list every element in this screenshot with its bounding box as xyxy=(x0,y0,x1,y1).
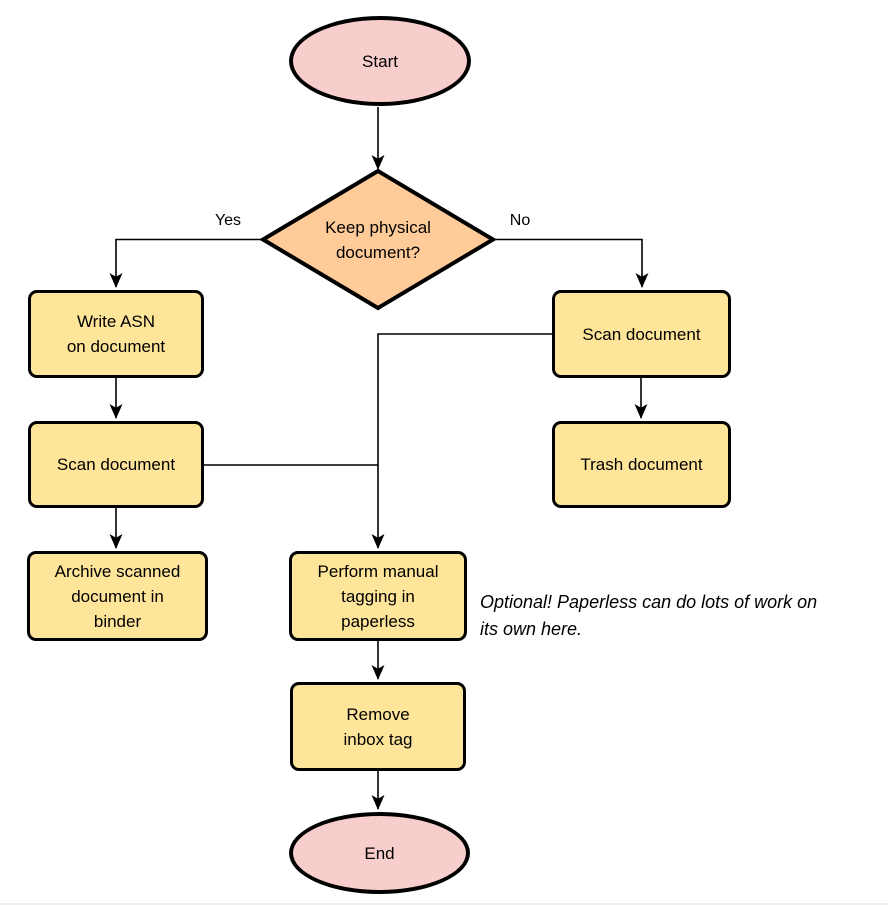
page-bottom-divider xyxy=(0,903,888,905)
edge-decision-no-to-scan-right xyxy=(492,238,649,288)
manual-tagging-node: Perform manual tagging in paperless xyxy=(289,551,467,641)
scan-document-right-node-label: Scan document xyxy=(582,324,701,344)
archive-node-label: Archive scanned document in binder xyxy=(54,561,181,631)
decision-node-label-box: Keep physical document? xyxy=(288,214,468,266)
manual-tagging-node-label: Perform manual tagging in paperless xyxy=(317,561,439,631)
edge-scan-right-to-tagging xyxy=(371,333,552,549)
start-node: Start xyxy=(289,16,471,106)
trash-document-node-label: Trash document xyxy=(580,455,703,474)
edge-decision-yes-to-write-asn xyxy=(109,238,264,288)
end-node: End xyxy=(289,812,470,894)
scan-document-left-node: Scan document xyxy=(28,421,204,508)
scan-document-left-node-label: Scan document xyxy=(56,455,176,474)
trash-document-node: Trash document xyxy=(552,421,731,508)
decision-diamond-shape xyxy=(259,168,497,311)
write-asn-node: Write ASN on document xyxy=(28,290,204,378)
start-node-label: Start xyxy=(362,51,398,71)
edge-label-no: No xyxy=(509,212,531,229)
write-asn-node-label: Write ASN on document xyxy=(66,312,166,356)
scan-document-right-node: Scan document xyxy=(552,290,731,378)
decision-node-label: Keep physical document? xyxy=(325,218,431,262)
optional-note: Optional! Paperless can do lots of work … xyxy=(480,592,818,639)
remove-inbox-tag-node: Remove inbox tag xyxy=(290,682,466,771)
remove-inbox-tag-node-label: Remove inbox tag xyxy=(343,704,413,749)
edge-label-yes: Yes xyxy=(214,212,242,229)
end-node-label: End xyxy=(364,843,395,863)
archive-node: Archive scanned document in binder xyxy=(27,551,208,641)
